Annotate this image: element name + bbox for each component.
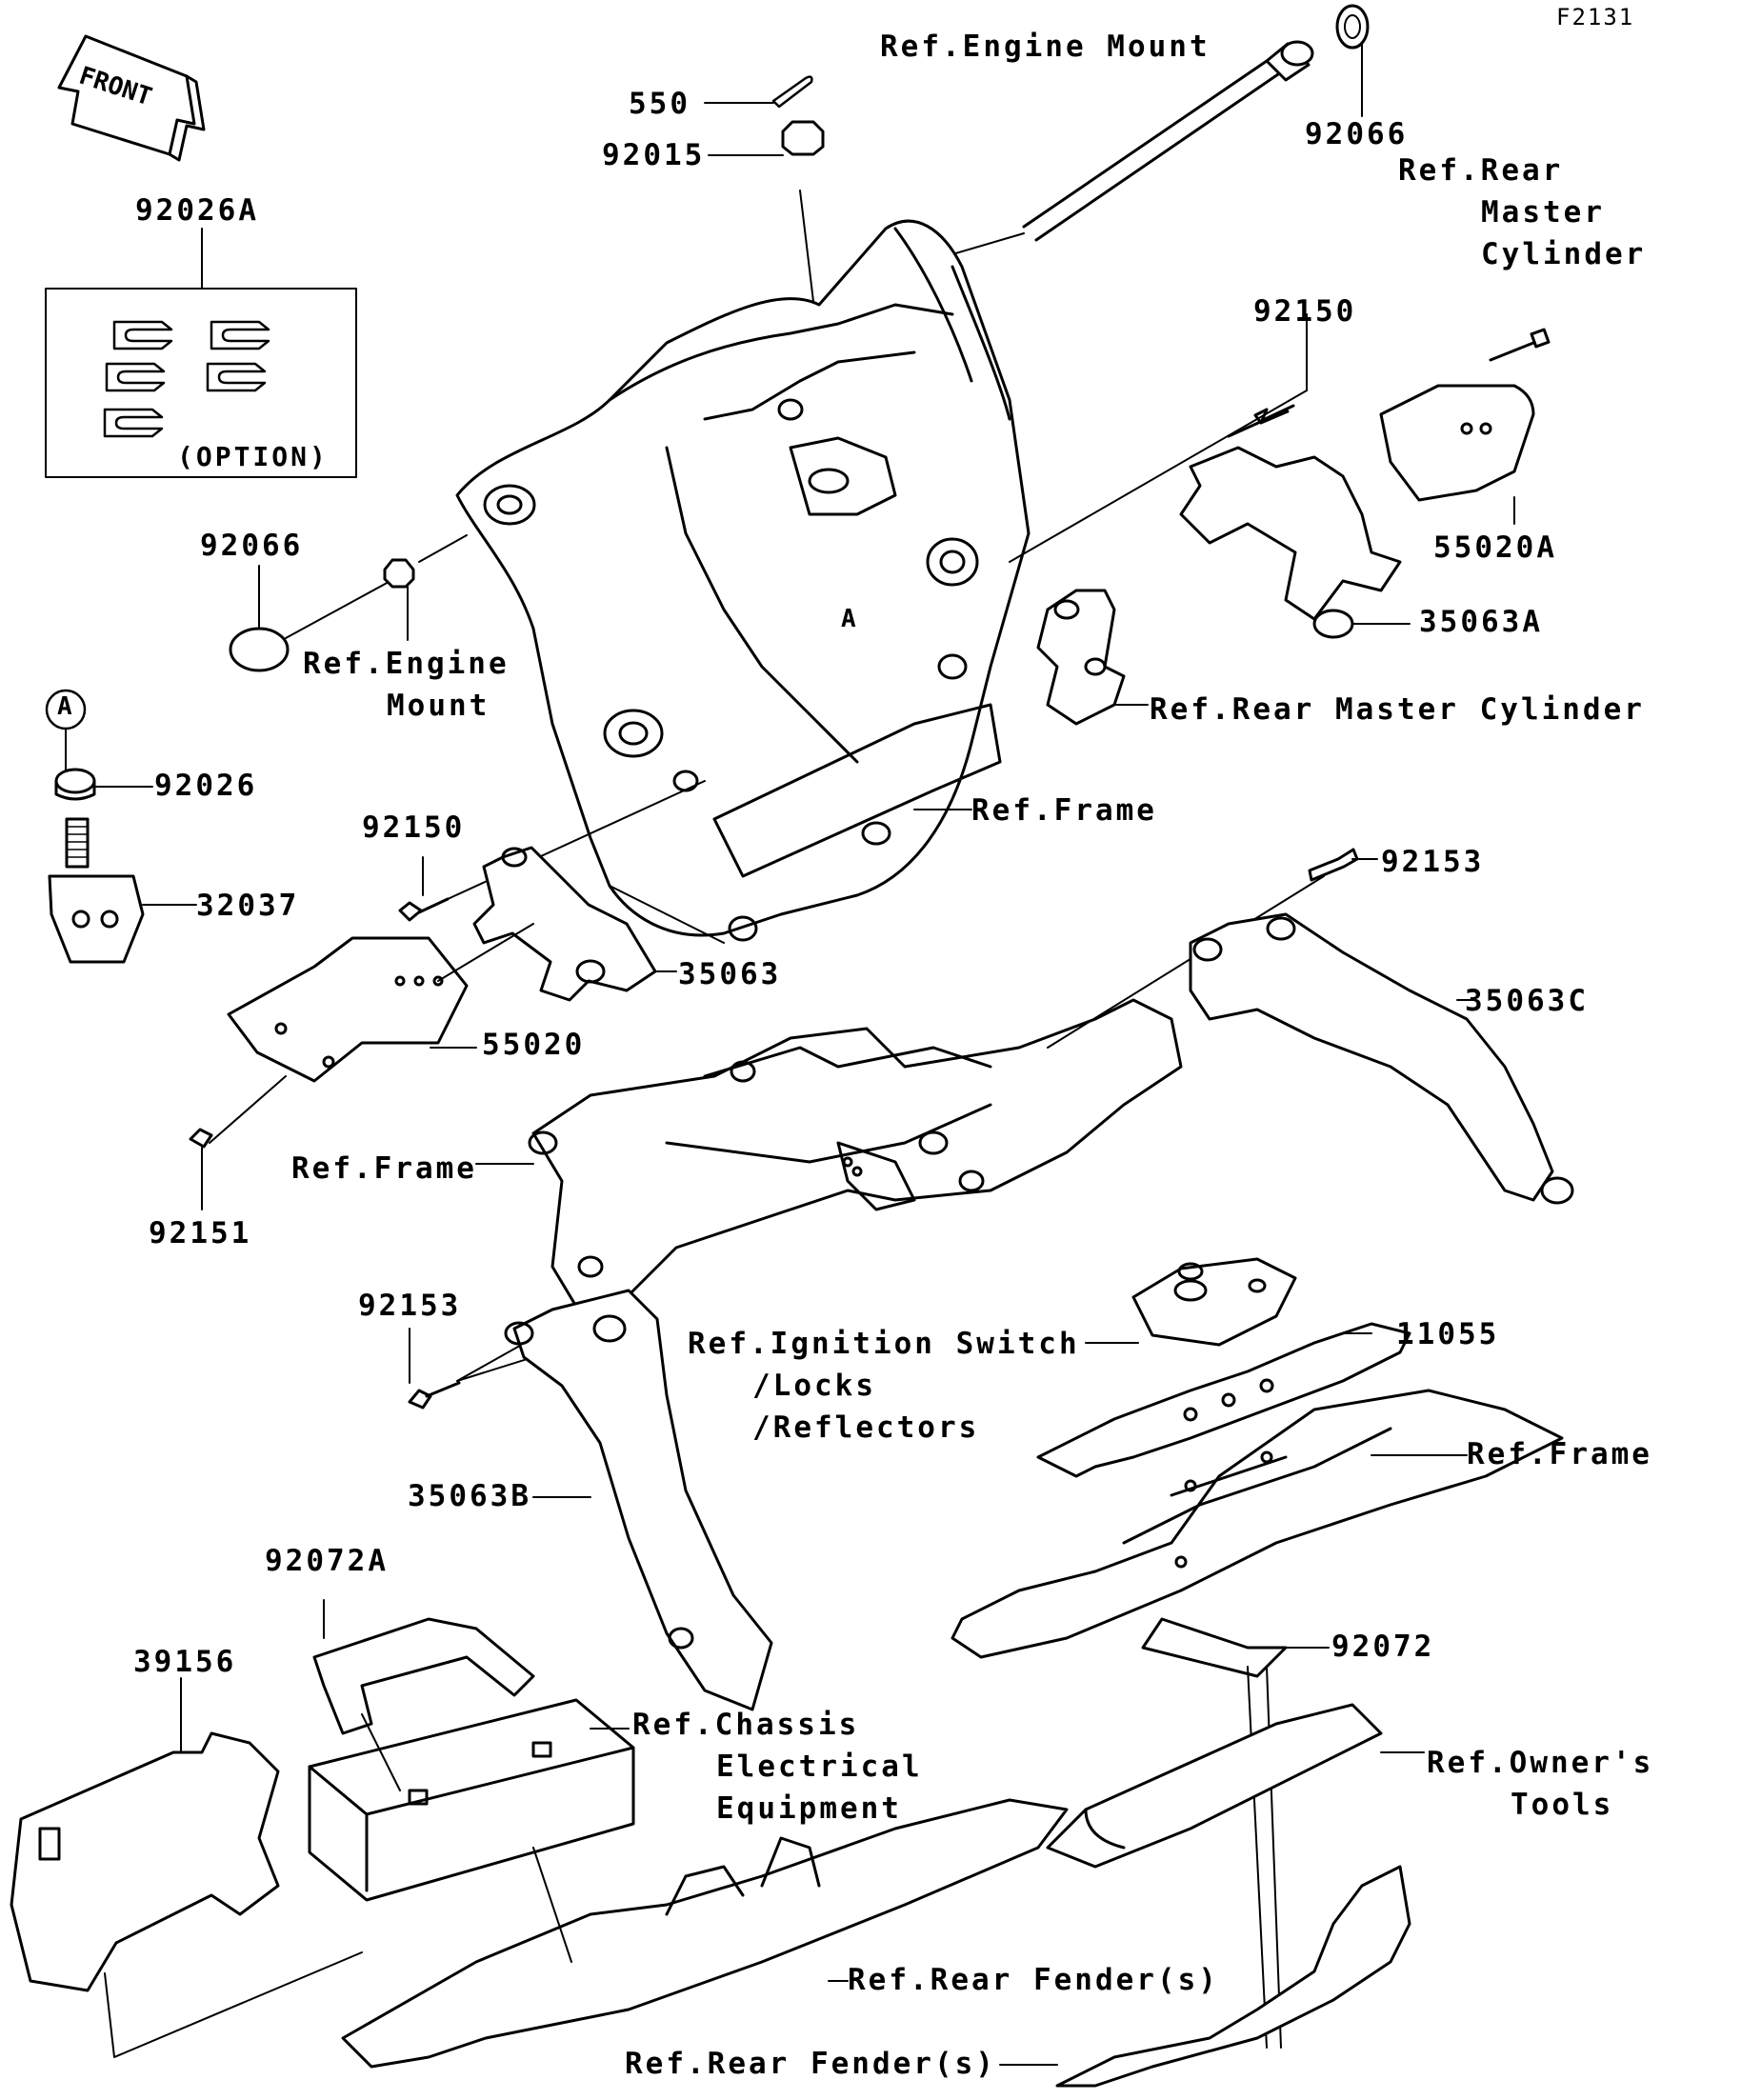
label-92150-left: 92150	[362, 810, 466, 845]
marker-a-left-text: A	[57, 692, 72, 721]
label-ref-rmc-top-1: Ref.Rear	[1398, 153, 1564, 188]
label-92015: 92015	[602, 138, 706, 172]
label-55020A: 55020A	[1433, 530, 1557, 565]
stay-35063C	[1189, 912, 1554, 1202]
label-11055: 11055	[1396, 1317, 1500, 1351]
battery	[308, 1698, 635, 1902]
pad-39156	[10, 1731, 280, 1992]
adjuster-bolt	[65, 817, 90, 869]
label-ref-engine-mount-top: Ref.Engine Mount	[880, 30, 1211, 64]
stay-35063B	[512, 1289, 773, 1711]
front-arrow-icon	[57, 34, 206, 162]
label-92153-left: 92153	[358, 1289, 462, 1323]
label-ref-ignition-1: Ref.Ignition Switch	[688, 1327, 1080, 1361]
label-ref-ignition-2: /Locks	[752, 1369, 876, 1403]
label-ref-rear-fender-2: Ref.Rear Fender(s)	[625, 2047, 996, 2081]
label-ref-engine-mount-left-1: Ref.Engine	[303, 647, 510, 681]
label-ref-rmc-mid: Ref.Rear Master Cylinder	[1150, 692, 1645, 727]
collar-92026	[54, 768, 96, 794]
label-92150-right: 92150	[1253, 294, 1357, 329]
label-92153-right: 92153	[1381, 845, 1485, 879]
bolt-92153-left	[408, 1381, 461, 1410]
washer-92066-left	[229, 627, 290, 672]
shim-icons	[103, 320, 270, 438]
label-55020: 55020	[482, 1028, 586, 1062]
engine-mount-bolt	[1022, 40, 1314, 242]
marker-a-center-text: A	[841, 605, 856, 633]
bracket-32037	[48, 874, 145, 964]
footpeg-35063A	[1179, 446, 1402, 621]
nut-92015	[781, 120, 825, 156]
label-92072A: 92072A	[265, 1544, 389, 1578]
washer-92066-top	[1335, 4, 1370, 50]
label-ref-chassis-1: Ref.Chassis	[632, 1708, 860, 1742]
rear-master-cylinder	[1036, 589, 1126, 726]
bolt-92150-left	[398, 897, 450, 922]
label-ref-ignition-3: /Reflectors	[752, 1410, 980, 1445]
battery-strap-92072A	[312, 1617, 535, 1735]
label-35063: 35063	[678, 957, 782, 991]
bolt-rmc	[1489, 328, 1551, 362]
label-92072: 92072	[1331, 1630, 1435, 1664]
label-92066-left: 92066	[200, 529, 304, 563]
bracket-35063	[472, 846, 657, 1002]
label-92151: 92151	[149, 1216, 252, 1250]
label-32037: 32037	[196, 889, 300, 923]
label-39156: 39156	[133, 1645, 237, 1679]
owners-tool-bag	[1046, 1703, 1383, 1869]
label-ref-chassis-3: Equipment	[716, 1791, 902, 1826]
diagram-code: F2131	[1556, 4, 1635, 30]
main-frame	[455, 219, 1031, 944]
label-ref-rmc-top-3: Cylinder	[1481, 237, 1647, 271]
label-92026: 92026	[154, 769, 258, 803]
strap-92072	[1141, 1617, 1288, 1678]
label-35063A: 35063A	[1419, 605, 1543, 639]
label-550: 550	[629, 87, 690, 121]
rear-fender-right	[1055, 1865, 1411, 2088]
label-ref-owners-tools-2: Tools	[1511, 1788, 1614, 1822]
nut-left	[383, 558, 415, 589]
label-ref-frame-3: Ref.Frame	[1467, 1437, 1652, 1471]
ignition-switch	[1131, 1257, 1297, 1347]
cotter-pin	[771, 75, 813, 109]
label-ref-rmc-top-2: Master	[1481, 195, 1605, 230]
label-ref-chassis-2: Electrical	[716, 1750, 923, 1784]
plate-55020	[227, 936, 469, 1083]
label-35063B: 35063B	[408, 1479, 531, 1513]
rear-fender-left	[341, 1798, 1069, 2069]
label-92066-top: 92066	[1305, 117, 1409, 151]
label-35063C: 35063C	[1465, 984, 1589, 1018]
label-ref-engine-mount-left-2: Mount	[387, 689, 490, 723]
label-ref-frame-1: Ref.Frame	[971, 793, 1157, 828]
rear-frame-lower	[951, 1389, 1564, 1659]
label-ref-frame-2: Ref.Frame	[291, 1151, 477, 1186]
bracket-55020A	[1379, 384, 1535, 502]
label-ref-rear-fender-1: Ref.Rear Fender(s)	[848, 1963, 1219, 1997]
rear-subframe	[528, 998, 1183, 1316]
option-note: (OPTION)	[177, 441, 329, 472]
bolt-92151	[189, 1128, 213, 1149]
option-part-label: 92026A	[135, 193, 259, 228]
bolt-92153-right	[1308, 848, 1359, 882]
label-ref-owners-tools-1: Ref.Owner's	[1427, 1746, 1654, 1780]
